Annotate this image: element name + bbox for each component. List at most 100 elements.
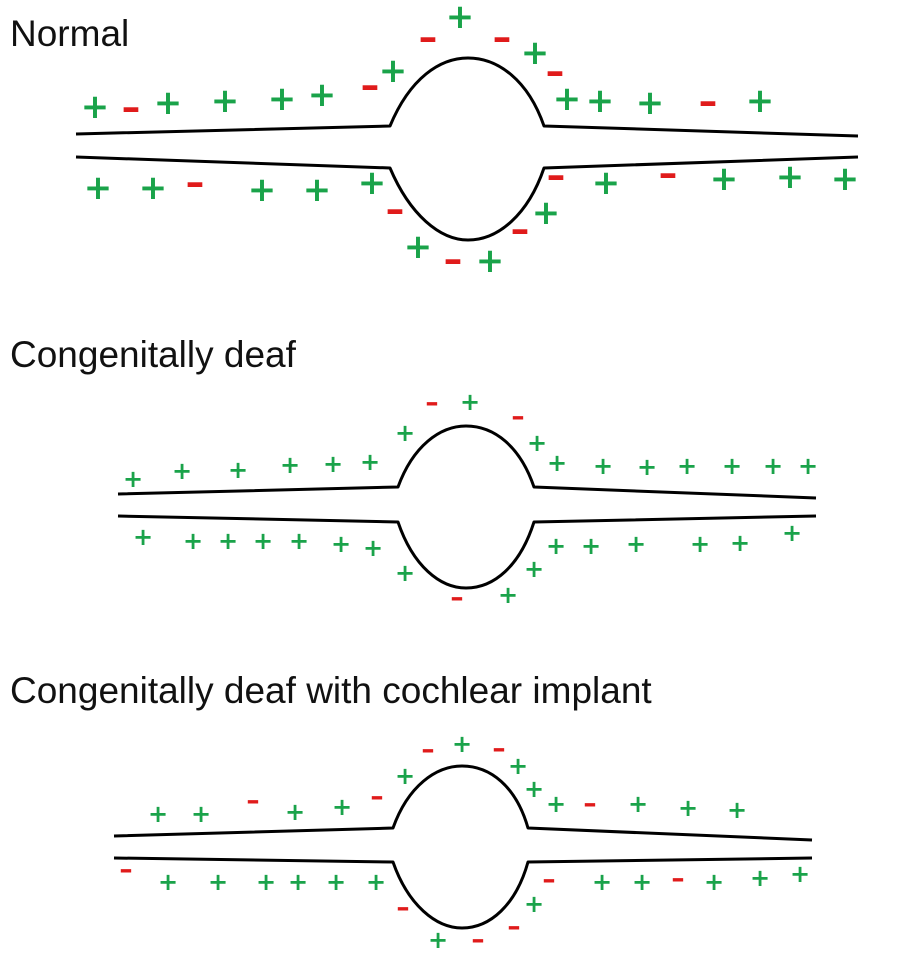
positive-charge-bottom: + bbox=[158, 868, 178, 896]
positive-charge-bottom: + bbox=[253, 527, 273, 555]
positive-charge-top: + bbox=[460, 388, 480, 416]
positive-charge-top: + bbox=[553, 79, 582, 119]
positive-charge-top: + bbox=[527, 429, 547, 457]
membrane-bottom-congenitally-deaf bbox=[117, 514, 817, 590]
membrane-top-normal bbox=[75, 56, 859, 138]
positive-charge-bottom: + bbox=[750, 864, 770, 892]
charge-layer-congenitally-deaf: +++++++–+–++++++++++++++++–++++++++ bbox=[123, 387, 818, 613]
positive-charge-top: + bbox=[593, 452, 613, 480]
positive-charge-bottom: + bbox=[581, 532, 601, 560]
positive-charge-bottom: + bbox=[782, 519, 802, 547]
positive-charge-bottom: + bbox=[84, 168, 113, 208]
negative-charge-bottom: – bbox=[507, 911, 520, 942]
panel-title-normal: Normal bbox=[10, 13, 129, 54]
positive-charge-bottom: + bbox=[632, 868, 652, 896]
positive-charge-top: + bbox=[678, 794, 698, 822]
negative-charge-top: – bbox=[246, 785, 259, 816]
positive-charge-top: + bbox=[636, 83, 665, 123]
positive-charge-bottom: + bbox=[626, 530, 646, 558]
negative-charge-top: – bbox=[493, 15, 512, 59]
negative-charge-bottom: – bbox=[444, 237, 463, 281]
negative-charge-top: – bbox=[583, 788, 596, 819]
positive-charge-bottom: + bbox=[139, 168, 168, 208]
negative-charge-top: – bbox=[370, 781, 383, 812]
positive-charge-top: + bbox=[172, 457, 192, 485]
panel-cochlear-implant: Congenitally deaf with cochlear implant … bbox=[10, 670, 813, 955]
positive-charge-bottom: + bbox=[303, 170, 332, 210]
negative-charge-bottom: – bbox=[186, 160, 205, 204]
positive-charge-bottom: + bbox=[326, 868, 346, 896]
positive-charge-top: + bbox=[798, 452, 818, 480]
negative-charge-top: – bbox=[492, 733, 505, 764]
positive-charge-bottom: + bbox=[790, 860, 810, 888]
positive-charge-bottom: + bbox=[524, 555, 544, 583]
positive-charge-top: + bbox=[123, 465, 143, 493]
positive-charge-top: + bbox=[285, 798, 305, 826]
positive-charge-top: + bbox=[446, 0, 475, 37]
negative-charge-bottom: – bbox=[542, 864, 555, 895]
negative-charge-bottom: – bbox=[119, 854, 132, 885]
positive-charge-top: + bbox=[308, 75, 337, 115]
charge-layer-normal: +–++++–+–+–+–+++–+++–+++–+–+–+–+–+++ bbox=[81, 0, 860, 281]
positive-charge-top: + bbox=[521, 33, 550, 73]
positive-charge-top: + bbox=[524, 775, 544, 803]
positive-charge-top: + bbox=[323, 450, 343, 478]
negative-charge-bottom: – bbox=[450, 582, 463, 613]
membrane-bottom-normal bbox=[75, 155, 859, 242]
positive-charge-top: + bbox=[677, 452, 697, 480]
positive-charge-bottom: + bbox=[404, 227, 433, 267]
positive-charge-bottom: + bbox=[289, 527, 309, 555]
positive-charge-bottom: + bbox=[183, 527, 203, 555]
positive-charge-top: + bbox=[148, 800, 168, 828]
positive-charge-top: + bbox=[452, 730, 472, 758]
positive-charge-top: + bbox=[546, 790, 566, 818]
panel-normal: Normal +–++++–+–+–+–+++–+++–+++–+–+–+–+–… bbox=[10, 0, 859, 281]
positive-charge-top: + bbox=[763, 452, 783, 480]
negative-charge-top: – bbox=[421, 734, 434, 765]
positive-charge-top: + bbox=[81, 87, 110, 127]
positive-charge-top: + bbox=[332, 793, 352, 821]
positive-charge-bottom: + bbox=[776, 157, 805, 197]
positive-charge-top: + bbox=[508, 752, 528, 780]
positive-charge-bottom: + bbox=[730, 529, 750, 557]
positive-charge-bottom: + bbox=[395, 559, 415, 587]
positive-charge-bottom: + bbox=[690, 530, 710, 558]
positive-charge-bottom: + bbox=[366, 868, 386, 896]
negative-charge-bottom: – bbox=[659, 151, 678, 195]
positive-charge-bottom: + bbox=[592, 163, 621, 203]
negative-charge-top: – bbox=[546, 49, 565, 93]
negative-charge-top: – bbox=[122, 85, 141, 129]
positive-charge-bottom: + bbox=[288, 868, 308, 896]
positive-charge-top: + bbox=[628, 790, 648, 818]
positive-charge-bottom: + bbox=[498, 581, 518, 609]
positive-charge-bottom: + bbox=[476, 241, 505, 281]
negative-charge-top: – bbox=[511, 401, 524, 432]
positive-charge-bottom: + bbox=[133, 523, 153, 551]
positive-charge-bottom: + bbox=[358, 163, 387, 203]
positive-charge-top: + bbox=[727, 796, 747, 824]
positive-charge-bottom: + bbox=[831, 159, 860, 199]
negative-charge-bottom: – bbox=[671, 863, 684, 894]
positive-charge-bottom: + bbox=[428, 926, 448, 954]
positive-charge-top: + bbox=[211, 81, 240, 121]
positive-charge-top: + bbox=[637, 453, 657, 481]
negative-charge-bottom: – bbox=[547, 153, 566, 197]
positive-charge-top: + bbox=[268, 79, 297, 119]
positive-charge-top: + bbox=[746, 81, 775, 121]
positive-charge-bottom: + bbox=[524, 890, 544, 918]
positive-charge-bottom: + bbox=[704, 868, 724, 896]
membrane-top-cochlear-implant bbox=[113, 764, 813, 842]
positive-charge-top: + bbox=[395, 419, 415, 447]
positive-charge-top: + bbox=[228, 456, 248, 484]
negative-charge-top: – bbox=[361, 63, 380, 107]
panel-title-congenitally-deaf: Congenitally deaf bbox=[10, 334, 297, 375]
positive-charge-bottom: + bbox=[710, 159, 739, 199]
membrane-top-congenitally-deaf bbox=[117, 424, 817, 500]
negative-charge-top: – bbox=[419, 15, 438, 59]
positive-charge-top: + bbox=[360, 448, 380, 476]
positive-charge-bottom: + bbox=[256, 868, 276, 896]
positive-charge-top: + bbox=[722, 452, 742, 480]
panel-congenitally-deaf: Congenitally deaf +++++++–+–++++++++++++… bbox=[10, 334, 818, 613]
charge-layer-cochlear-implant: ++–++–+–+–+++–+++–++++++–+––+–++–+++ bbox=[119, 730, 810, 955]
